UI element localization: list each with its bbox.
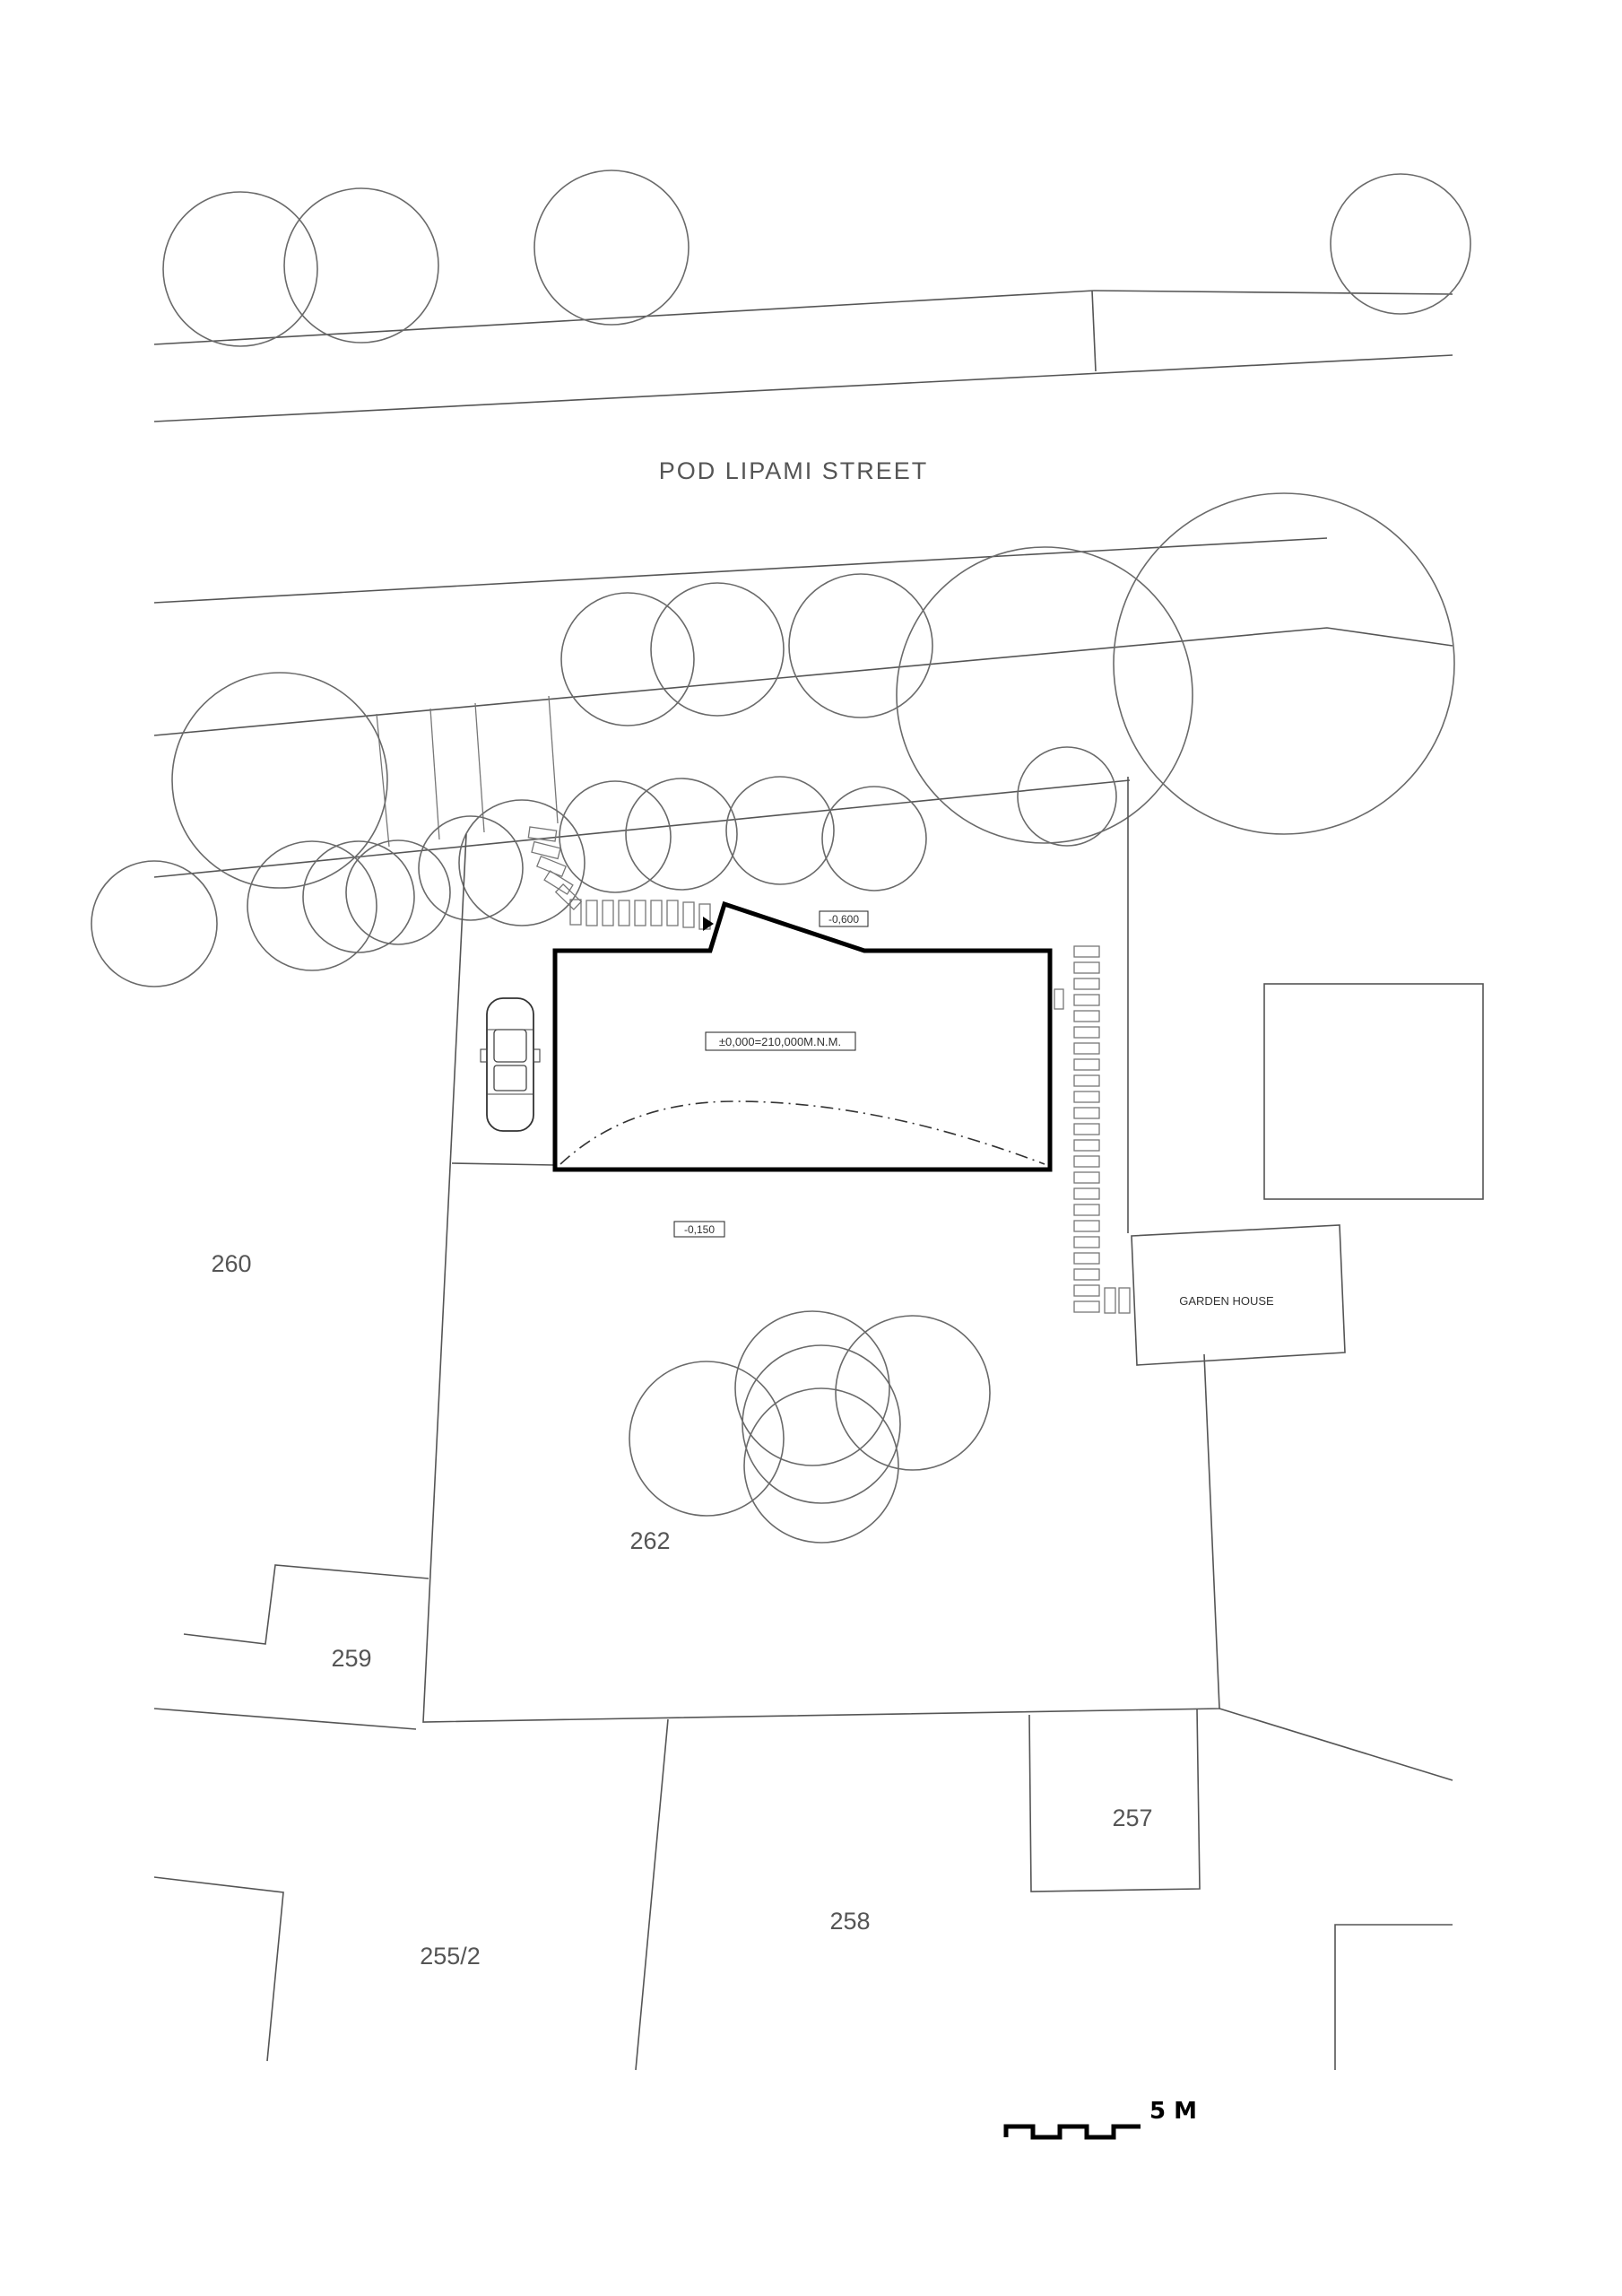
front-trees — [247, 746, 1117, 971]
garden-trees — [629, 1310, 991, 1544]
street-name-label: POD LIPAMI STREET — [659, 457, 929, 484]
level-garden-text: -0,150 — [684, 1223, 715, 1236]
parcel-257-label: 257 — [1112, 1805, 1152, 1831]
parcel-260-label: 260 — [211, 1250, 251, 1277]
level-north-label: -0,600 — [819, 910, 869, 927]
building-door-mark — [1054, 988, 1064, 1010]
street-trees-middle — [91, 492, 1455, 987]
overhang-dashed-line — [559, 1100, 1045, 1165]
parcel-259-label: 259 — [331, 1645, 371, 1672]
driveway-lines — [376, 695, 559, 848]
garden-house: GARDEN HOUSE — [1131, 1224, 1346, 1366]
scale-label: 5 M — [1149, 2098, 1197, 2125]
parcel-lines — [153, 1564, 1453, 2071]
garden-house-label: GARDEN HOUSE — [1179, 1294, 1274, 1308]
datum-label: ±0,000=210,000M.N.M. — [705, 1031, 856, 1051]
street-edges — [153, 290, 1453, 878]
datum-text: ±0,000=210,000M.N.M. — [719, 1035, 841, 1048]
house-footprint — [552, 900, 1053, 1172]
parcel-255-2-label: 255/2 — [420, 1943, 481, 1970]
level-garden-label: -0,150 — [673, 1221, 725, 1238]
site-boundary — [422, 777, 1220, 1723]
street-trees-top — [162, 170, 1471, 347]
stepping-stones-curve — [527, 826, 711, 930]
entrance-arrow — [703, 917, 714, 931]
stepping-stones-east — [1073, 945, 1131, 1314]
parcel-262-label: 262 — [629, 1527, 670, 1554]
level-north-text: -0,600 — [828, 913, 859, 926]
parked-car-icon — [480, 997, 541, 1132]
parcel-258-label: 258 — [829, 1908, 870, 1935]
scale-bar: 5 M — [1003, 2098, 1197, 2140]
neighbour-building — [1263, 983, 1484, 1200]
